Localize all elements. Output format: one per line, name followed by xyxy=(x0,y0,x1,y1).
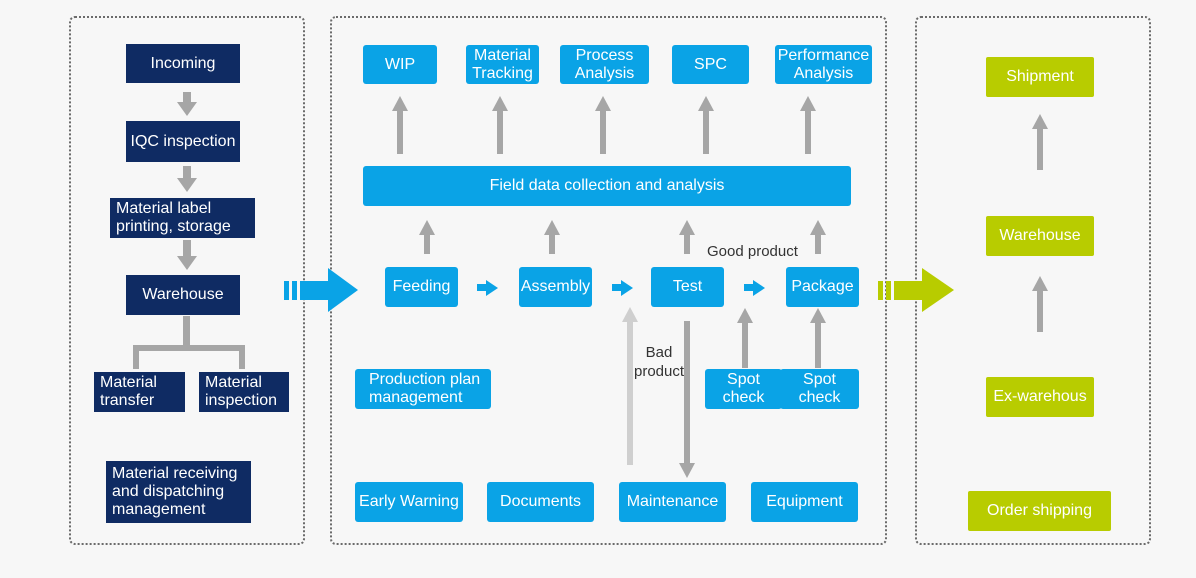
production-plan-box: Production plan management xyxy=(355,369,491,409)
performance-analysis-box: Performance Analysis xyxy=(775,45,872,84)
spc-box: SPC xyxy=(672,45,749,84)
wip-box: WIP xyxy=(363,45,437,84)
good-product-label: Good product xyxy=(707,243,798,260)
warehouse-box: Warehouse xyxy=(126,275,240,315)
material-receiving-box: Material receiving and dispatching manag… xyxy=(106,461,251,523)
package-box: Package xyxy=(786,267,859,307)
left-panel xyxy=(69,16,305,545)
right-warehouse-box: Warehouse xyxy=(986,216,1094,256)
maintenance-box: Maintenance xyxy=(619,482,726,522)
spot-check-box-2: Spot check xyxy=(780,369,859,409)
iqc-inspection-box: IQC inspection xyxy=(126,121,240,162)
field-data-bar: Field data collection and analysis xyxy=(363,166,851,206)
bad-product-label: Bad product xyxy=(634,344,685,380)
ex-warehouse-box: Ex-warehous xyxy=(986,377,1094,417)
material-tracking-box: Material Tracking xyxy=(466,45,539,84)
shipment-box: Shipment xyxy=(986,57,1094,97)
equipment-box: Equipment xyxy=(751,482,858,522)
process-analysis-box: Process Analysis xyxy=(560,45,649,84)
right-panel xyxy=(915,16,1151,545)
feeding-box: Feeding xyxy=(385,267,458,307)
assembly-box: Assembly xyxy=(519,267,592,307)
spot-check-box-1: Spot check xyxy=(705,369,782,409)
material-inspection-box: Material inspection xyxy=(199,372,289,412)
documents-box: Documents xyxy=(487,482,594,522)
material-transfer-box: Material transfer xyxy=(94,372,185,412)
incoming-box: Incoming xyxy=(126,44,240,83)
order-shipping-box: Order shipping xyxy=(968,491,1111,531)
early-warning-box: Early Warning xyxy=(355,482,463,522)
test-box: Test xyxy=(651,267,724,307)
label-printing-box: Material label printing, storage xyxy=(110,198,255,238)
